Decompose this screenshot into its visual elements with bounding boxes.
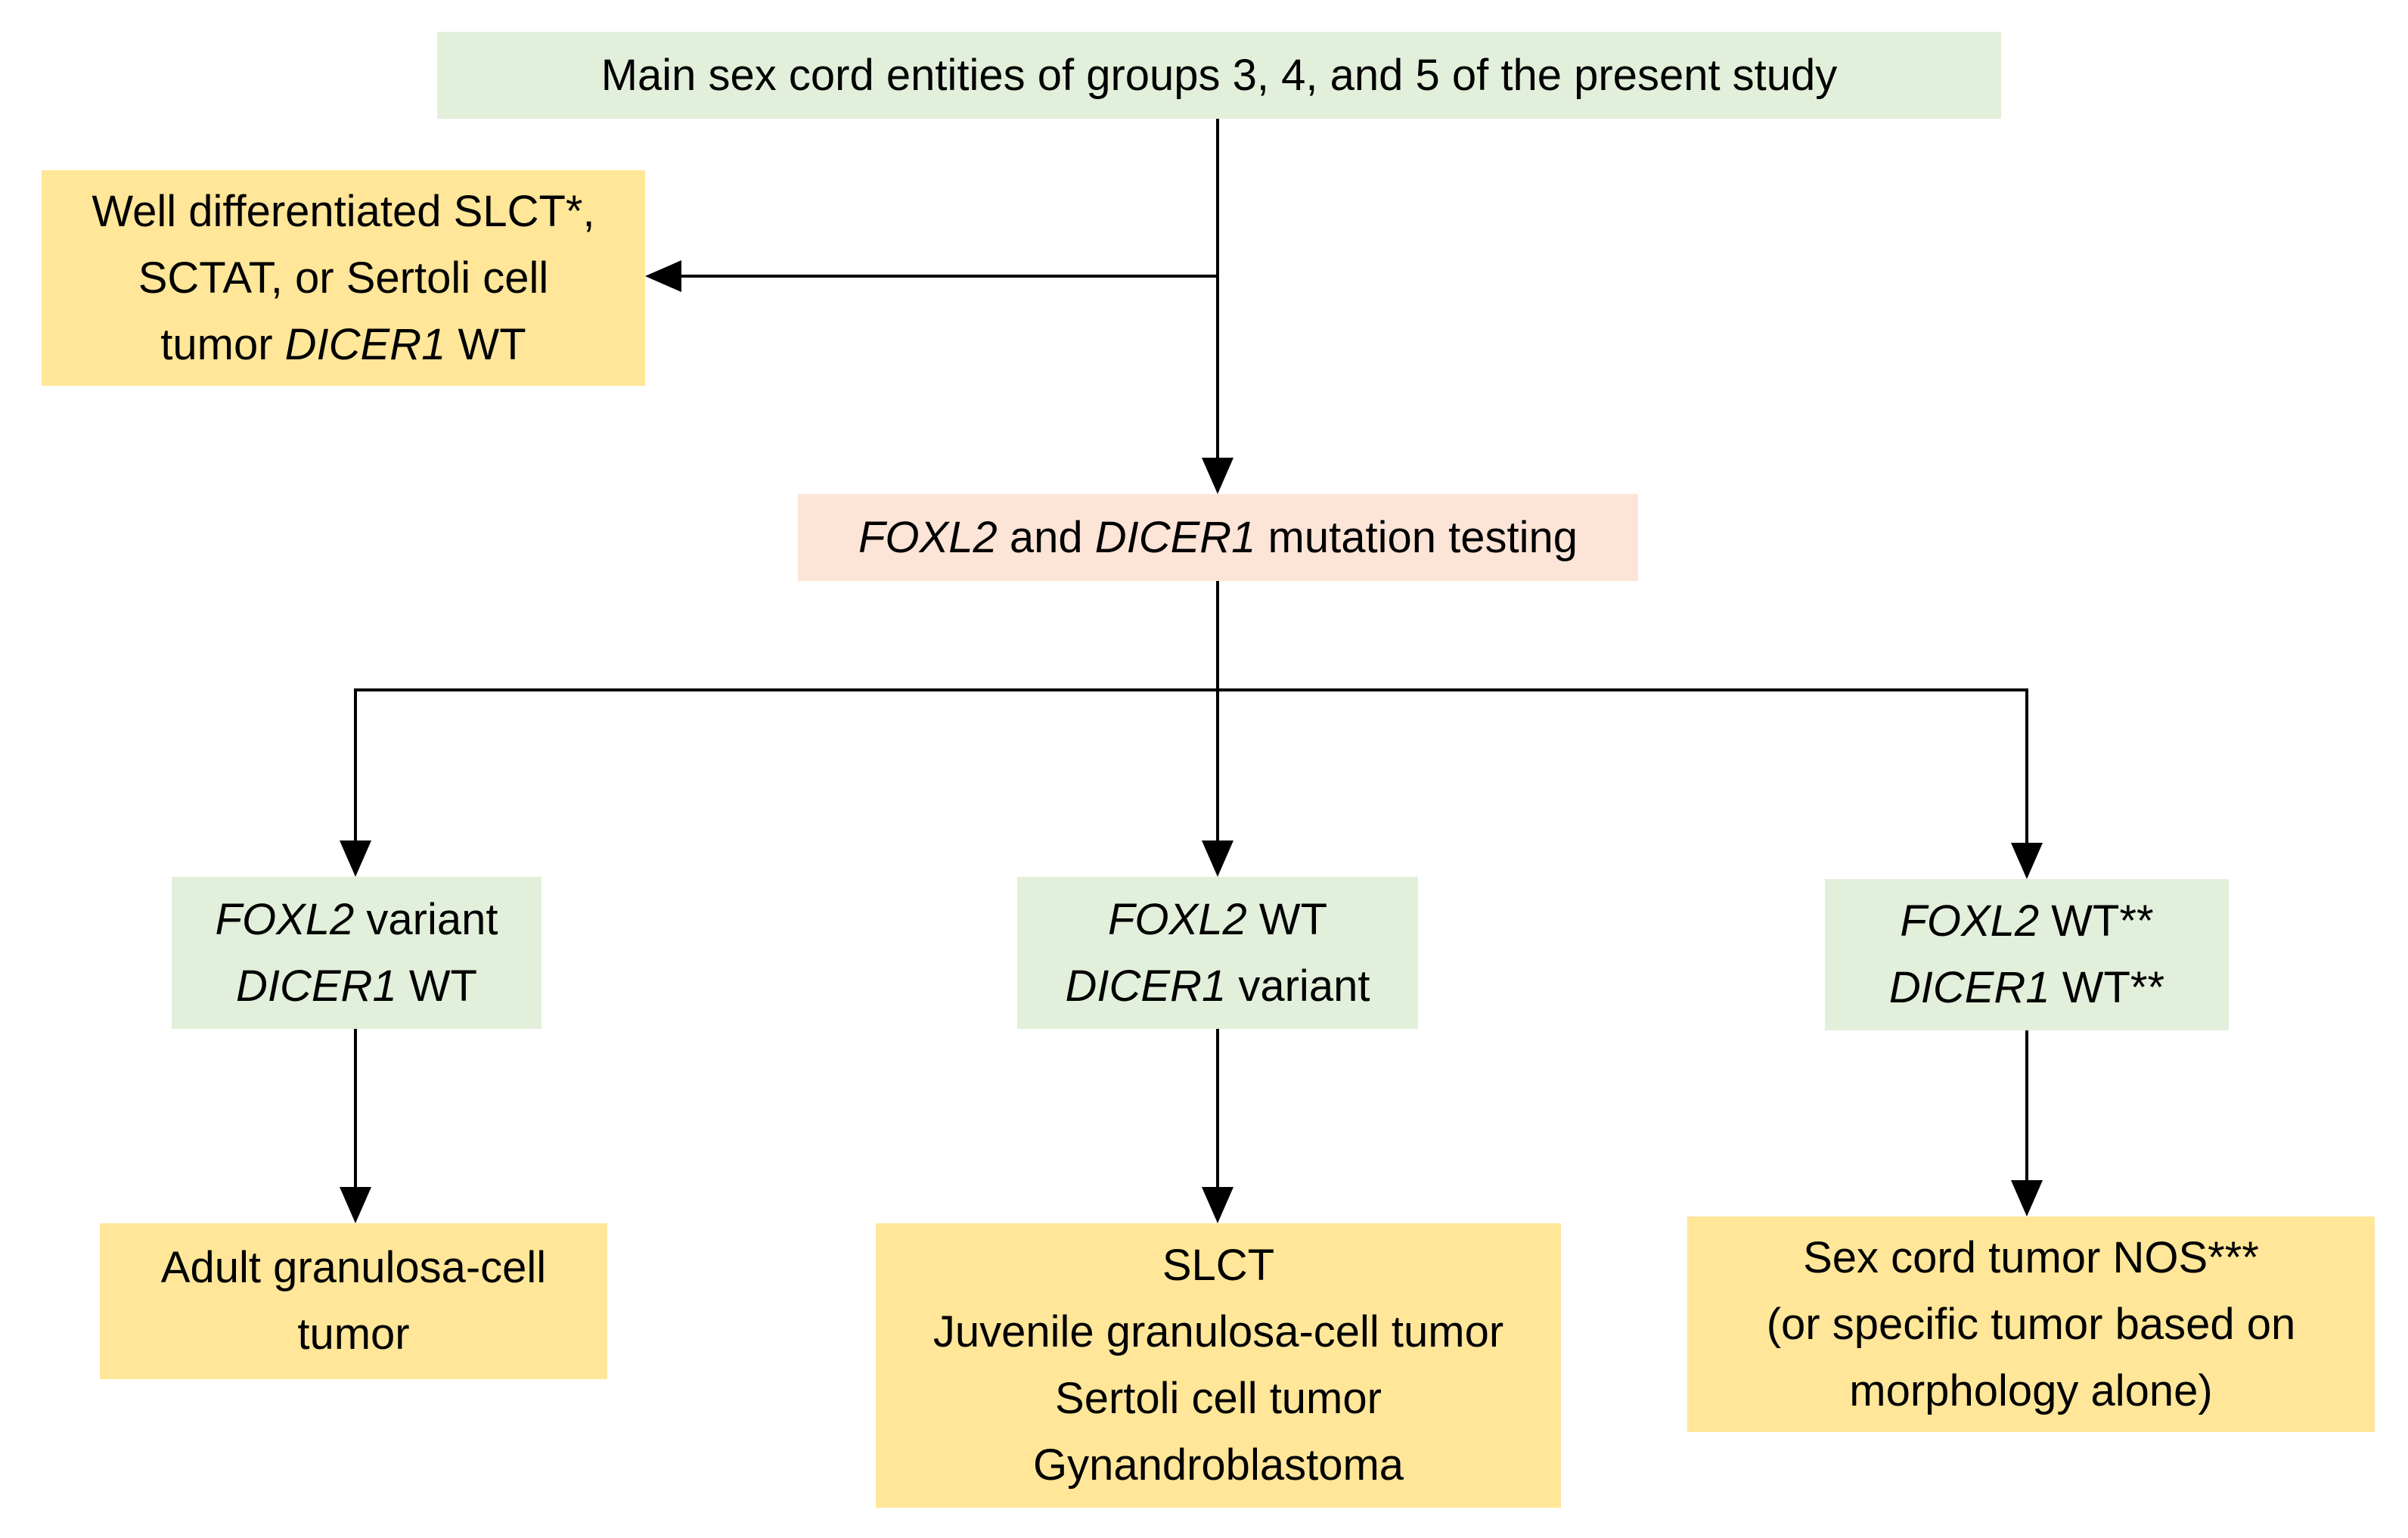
connector-left-to-agct bbox=[354, 1029, 357, 1187]
connector-testing-to-branch bbox=[1216, 581, 1219, 691]
connector-right-to-nos bbox=[2025, 1030, 2028, 1180]
node-text-line: FOXL2 variant bbox=[215, 894, 498, 944]
arrowhead-branch-right bbox=[2011, 843, 2043, 879]
connector-branch-middle bbox=[1216, 688, 1219, 840]
arrowhead-branch-left bbox=[340, 840, 371, 877]
arrowhead-agct bbox=[340, 1187, 371, 1223]
connector-to-exclusion bbox=[679, 275, 1219, 278]
connector-branch-bar bbox=[354, 688, 2028, 691]
node-text-line: Main sex cord entities of groups 3, 4, a… bbox=[600, 50, 1838, 100]
node-text-line: DICER1 WT** bbox=[1888, 963, 2165, 1012]
arrowhead-testing bbox=[1202, 458, 1233, 494]
arrowhead-exclusion bbox=[645, 260, 681, 292]
node-text-line: Sertoli cell tumor bbox=[1055, 1374, 1382, 1423]
node-text-line: Sex cord tumor NOS*** bbox=[1803, 1232, 2259, 1282]
node-text-line: Gynandroblastoma bbox=[1032, 1440, 1404, 1490]
node-text-line: FOXL2 WT bbox=[1107, 894, 1328, 944]
node-text-line: FOXL2 and DICER1 mutation testing bbox=[858, 512, 1578, 562]
node-text-line: morphology alone) bbox=[1849, 1366, 2213, 1415]
node-mutation-testing: FOXL2 and DICER1 mutation testing bbox=[798, 494, 1638, 581]
node-foxl2-wt-dicer1-variant: FOXL2 WT DICER1 variant bbox=[1017, 877, 1418, 1029]
arrowhead-tumors bbox=[1202, 1187, 1233, 1223]
node-sex-cord-tumor-nos: Sex cord tumor NOS*** (or specific tumor … bbox=[1687, 1216, 2375, 1432]
node-well-differentiated-exclusion: Well differentiated SLCT*, SCTAT, or Sert… bbox=[42, 170, 645, 386]
node-text-line: Adult granulosa-cell bbox=[160, 1243, 547, 1292]
node-text-line: tumor bbox=[297, 1310, 410, 1359]
node-text-line: (or specific tumor based on bbox=[1766, 1299, 2296, 1349]
node-text-line: DICER1 variant bbox=[1065, 961, 1370, 1011]
connector-root-to-testing bbox=[1216, 119, 1219, 461]
arrowhead-nos bbox=[2011, 1180, 2043, 1216]
connector-branch-left bbox=[354, 688, 357, 840]
node-foxl2-wt-dicer1-wt: FOXL2 WT** DICER1 WT** bbox=[1825, 879, 2229, 1030]
node-text-line: Juvenile granulosa-cell tumor bbox=[932, 1307, 1504, 1356]
arrowhead-branch-middle bbox=[1202, 840, 1233, 877]
node-text-line: SCTAT, or Sertoli cell bbox=[138, 253, 549, 303]
node-text-line: DICER1 WT bbox=[235, 961, 477, 1011]
connector-middle-to-tumors bbox=[1216, 1029, 1219, 1187]
node-adult-granulosa-cell-tumor: Adult granulosa-cell tumor bbox=[100, 1223, 607, 1379]
node-text-line: tumor DICER1 WT bbox=[160, 319, 526, 369]
node-main-entities: Main sex cord entities of groups 3, 4, a… bbox=[437, 32, 2001, 119]
node-text-line: Well differentiated SLCT*, bbox=[92, 186, 595, 236]
node-text-line: SLCT bbox=[1162, 1241, 1275, 1290]
node-text-line: FOXL2 WT** bbox=[1900, 896, 2154, 946]
connector-branch-right bbox=[2025, 688, 2028, 843]
